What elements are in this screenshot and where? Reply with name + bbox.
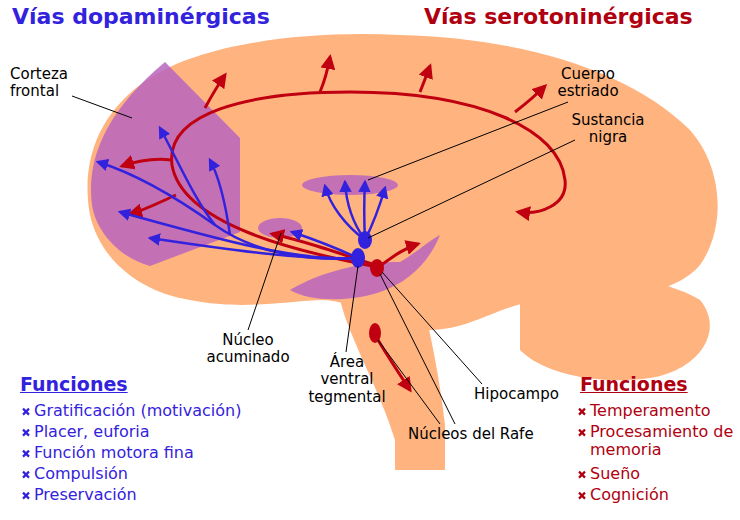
function-item: Placer, euforia — [34, 423, 294, 441]
substantia-nigra-dot — [358, 231, 372, 249]
bullet-mark — [579, 493, 585, 499]
function-item: Compulsión — [34, 465, 294, 483]
raphe-dot — [370, 259, 384, 277]
function-item: Gratificación (motivación) — [34, 402, 294, 420]
function-item: Temperamento — [590, 402, 736, 420]
function-item: Preservación — [34, 486, 294, 504]
dopamine-pathways — [98, 128, 385, 259]
vta-dot — [351, 248, 365, 268]
bullet-mark — [579, 409, 585, 415]
serotonin-pathways — [122, 57, 565, 390]
part-label: Núcleo acuminado — [200, 332, 296, 367]
function-item: Procesamiento de memoria — [590, 423, 736, 460]
function-item: Cognición — [590, 486, 736, 504]
function-item: Función motora fina — [34, 444, 294, 462]
bullet-mark — [23, 451, 29, 457]
part-label: Área ventral tegmental — [306, 354, 388, 406]
raphe-dot — [369, 323, 381, 343]
cerebrum — [88, 34, 718, 330]
bullet-mark — [23, 409, 29, 415]
leader-lines — [72, 96, 575, 424]
part-label: Cuerpo estriado — [548, 66, 628, 101]
function-item: Sueño — [590, 465, 736, 483]
heading: Vías serotoninérgicas — [424, 4, 736, 29]
part-label: Corteza frontal — [10, 66, 80, 101]
part-label: Hipocampo — [474, 386, 574, 403]
bullet-mark — [23, 472, 29, 478]
bullet-mark — [579, 472, 585, 478]
function-heading: Funciones — [20, 374, 170, 396]
frontal-cortex-region — [91, 62, 240, 266]
bullet-mark — [23, 430, 29, 436]
bullet-mark — [579, 430, 585, 436]
part-label: Núcleos del Rafe — [408, 426, 548, 443]
heading: Vías dopaminérgicas — [12, 4, 312, 29]
bullet-mark — [23, 493, 29, 499]
function-heading: Funciones — [580, 374, 730, 396]
part-label: Sustancia nigra — [568, 112, 648, 147]
